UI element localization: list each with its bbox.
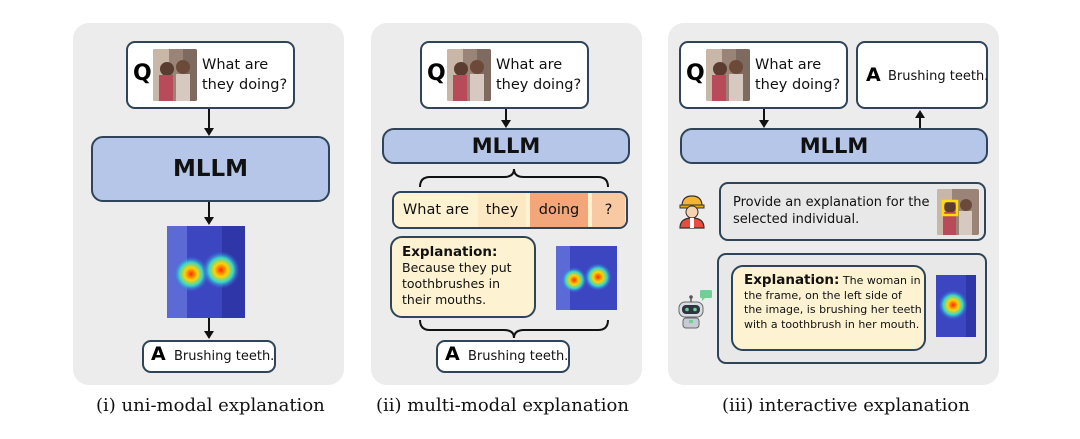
arrow-model-to-answer <box>915 110 925 129</box>
mllm-model-block: MLLM <box>382 128 630 164</box>
arrow-question-to-model <box>759 109 769 128</box>
question-box: Q What are they doing? <box>420 41 589 109</box>
input-image-thumbnail <box>153 49 197 101</box>
mllm-model-block: MLLM <box>680 128 988 164</box>
panel-caption: (i) uni-modal explanation <box>96 395 325 416</box>
question-text: What are they doing? <box>496 57 582 93</box>
explanation-title: Explanation: <box>402 244 498 260</box>
explanation-box: Explanation: The woman in the frame, on … <box>731 265 926 351</box>
question-marker: Q <box>427 61 446 86</box>
user-avatar-icon <box>679 195 705 229</box>
selected-individual-image <box>937 189 979 235</box>
answer-text: Brushing teeth. <box>174 349 275 364</box>
question-marker: Q <box>686 61 705 86</box>
brace-top <box>419 168 609 188</box>
question-box: Q What are they doing? <box>126 41 295 109</box>
answer-text: Brushing teeth. <box>468 349 569 364</box>
mllm-model-block: MLLM <box>91 136 330 202</box>
token-they: they <box>478 193 526 227</box>
input-image-thumbnail <box>706 49 750 101</box>
robot-avatar-icon <box>678 290 712 329</box>
answer-box: A Brushing teeth. <box>856 41 988 109</box>
arrow-question-to-model <box>204 109 214 136</box>
question-text: What are they doing? <box>755 57 841 93</box>
answer-marker: A <box>445 343 460 365</box>
arrow-model-to-heatmap <box>204 202 214 225</box>
question-text: What are they doing? <box>202 57 288 93</box>
token-attribution-box: What are they doing ? <box>392 191 628 229</box>
brace-bottom <box>419 319 609 339</box>
panel-caption: (iii) interactive explanation <box>722 395 970 416</box>
answer-marker: A <box>151 343 166 365</box>
answer-marker: A <box>866 64 881 86</box>
explanation-text: Explanation: The woman in the frame, on … <box>744 272 922 331</box>
token-what-are: What are <box>394 193 478 227</box>
saliency-heatmap-image <box>556 246 617 310</box>
arrow-question-to-model <box>501 109 511 128</box>
question-box: Q What are they doing? <box>679 41 848 109</box>
model-response-box: Explanation: The woman in the frame, on … <box>717 253 987 364</box>
explanation-box: Explanation: Because they put toothbrush… <box>390 236 536 318</box>
explanation-title: Explanation: <box>744 272 840 288</box>
arrow-heatmap-to-answer <box>204 318 214 339</box>
answer-box: A Brushing teeth. <box>142 340 276 373</box>
token-question-mark: ? <box>592 193 625 227</box>
saliency-heatmap-image <box>167 226 245 318</box>
panel-caption: (ii) multi-modal explanation <box>376 395 629 416</box>
token-doing: doing <box>530 193 588 227</box>
question-marker: Q <box>133 61 152 86</box>
explanation-text: Because they put toothbrushes in their m… <box>402 260 512 307</box>
input-image-thumbnail <box>447 49 491 101</box>
answer-box: A Brushing teeth. <box>436 340 570 373</box>
user-prompt-box: Provide an explanation for the selected … <box>719 182 986 241</box>
answer-text: Brushing teeth. <box>888 69 989 84</box>
saliency-heatmap-image <box>936 275 976 337</box>
user-prompt-text: Provide an explanation for the selected … <box>733 195 930 227</box>
